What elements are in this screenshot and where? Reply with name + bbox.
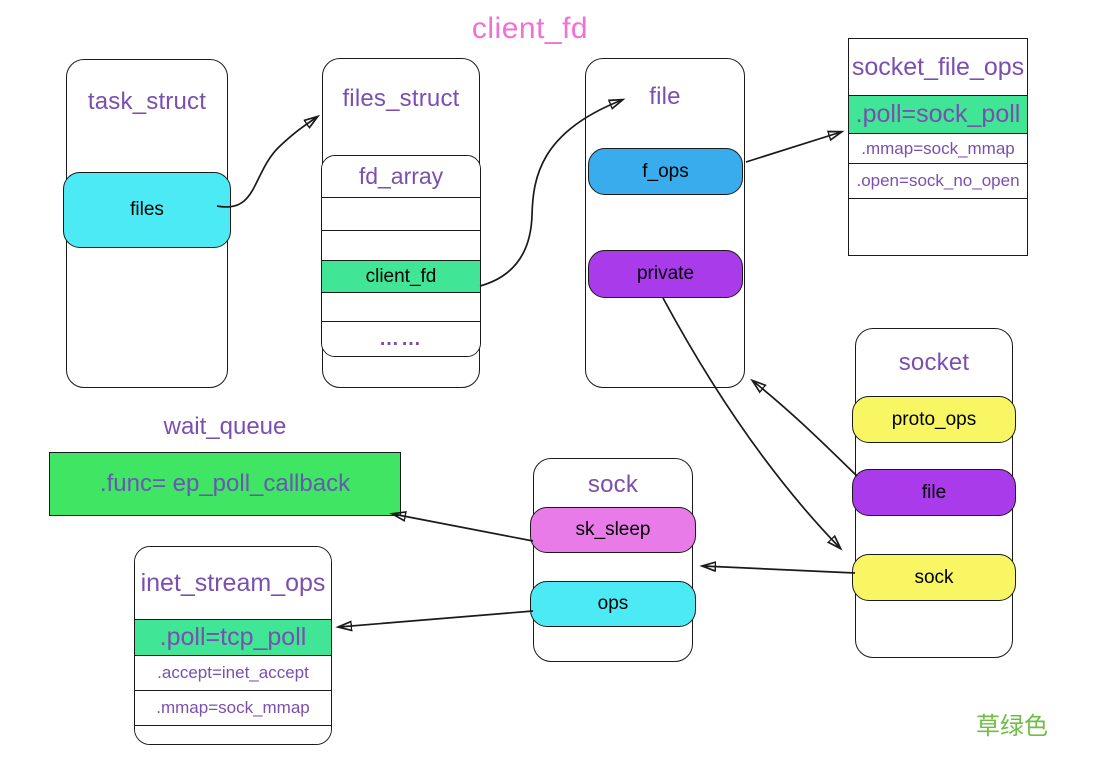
- arrow-sk-sleep-to-wait-queue: [393, 514, 534, 542]
- cell-proto-ops: proto_ops: [852, 396, 1016, 443]
- task-struct-title: task_struct: [87, 88, 207, 115]
- arrow-f-ops-to-socket-file-ops: [745, 132, 841, 163]
- sock-title: sock: [587, 471, 639, 498]
- cell-socket-file: file: [852, 469, 1016, 516]
- fd-array-row-client-fd: client_fd: [322, 261, 480, 293]
- arrow-socket-sock-to-sock-box: [703, 566, 856, 574]
- fd-array-table: fd_array client_fd ……: [321, 155, 481, 357]
- cell-sk-sleep: sk_sleep: [530, 507, 696, 553]
- socket-file-ops-title: socket_file_ops: [849, 39, 1027, 96]
- row-accept-inet-accept: .accept=inet_accept: [135, 656, 331, 691]
- cell-ops: ops: [530, 581, 696, 627]
- cell-f-ops: f_ops: [588, 148, 743, 195]
- row-poll-sock-poll: .poll=sock_poll: [849, 96, 1027, 134]
- row-empty: [135, 726, 331, 744]
- row-mmap-sock-mmap-2: .mmap=sock_mmap: [135, 691, 331, 726]
- files-struct-title: files_struct: [342, 85, 460, 112]
- socket-file-ops-table: socket_file_ops .poll=sock_poll .mmap=so…: [848, 38, 1028, 256]
- cell-socket-sock: sock: [852, 554, 1016, 601]
- task-struct-box: task_struct files: [63, 59, 231, 388]
- fd-array-row-empty: [322, 198, 480, 231]
- fd-array-header: fd_array: [322, 156, 480, 198]
- row-poll-tcp-poll: .poll=tcp_poll: [135, 620, 331, 656]
- inet-stream-ops-title: inet_stream_ops: [135, 547, 331, 620]
- row-open-sock-no-open: .open=sock_no_open: [849, 164, 1027, 199]
- fd-array-row-ellipsis: ……: [322, 322, 480, 356]
- watermark-text: 草绿色: [976, 713, 1048, 740]
- wait-queue-title: wait_queue: [163, 413, 287, 440]
- diagram-title: client_fd: [471, 12, 589, 45]
- sock-box: sock sk_sleep ops: [530, 458, 696, 662]
- cell-files: files: [63, 172, 231, 248]
- socket-title: socket: [898, 349, 970, 376]
- arrow-files-to-files-struct: [216, 117, 317, 208]
- fd-array-row-empty: [322, 231, 480, 261]
- fd-array-row-empty: [322, 293, 480, 322]
- file-box: file f_ops private: [585, 58, 745, 388]
- arrow-socket-file-to-file-box: [753, 381, 858, 477]
- row-mmap-sock-mmap: .mmap=sock_mmap: [849, 134, 1027, 164]
- row-empty: [849, 199, 1027, 255]
- inet-stream-ops-table: inet_stream_ops .poll=tcp_poll .accept=i…: [134, 546, 332, 745]
- wait-queue-func-cell: .func= ep_poll_callback: [49, 452, 401, 516]
- socket-box: socket proto_ops file sock: [852, 328, 1016, 658]
- cell-private: private: [588, 250, 743, 298]
- arrow-ops-to-inet-stream-ops: [339, 610, 534, 627]
- file-title: file: [649, 83, 681, 110]
